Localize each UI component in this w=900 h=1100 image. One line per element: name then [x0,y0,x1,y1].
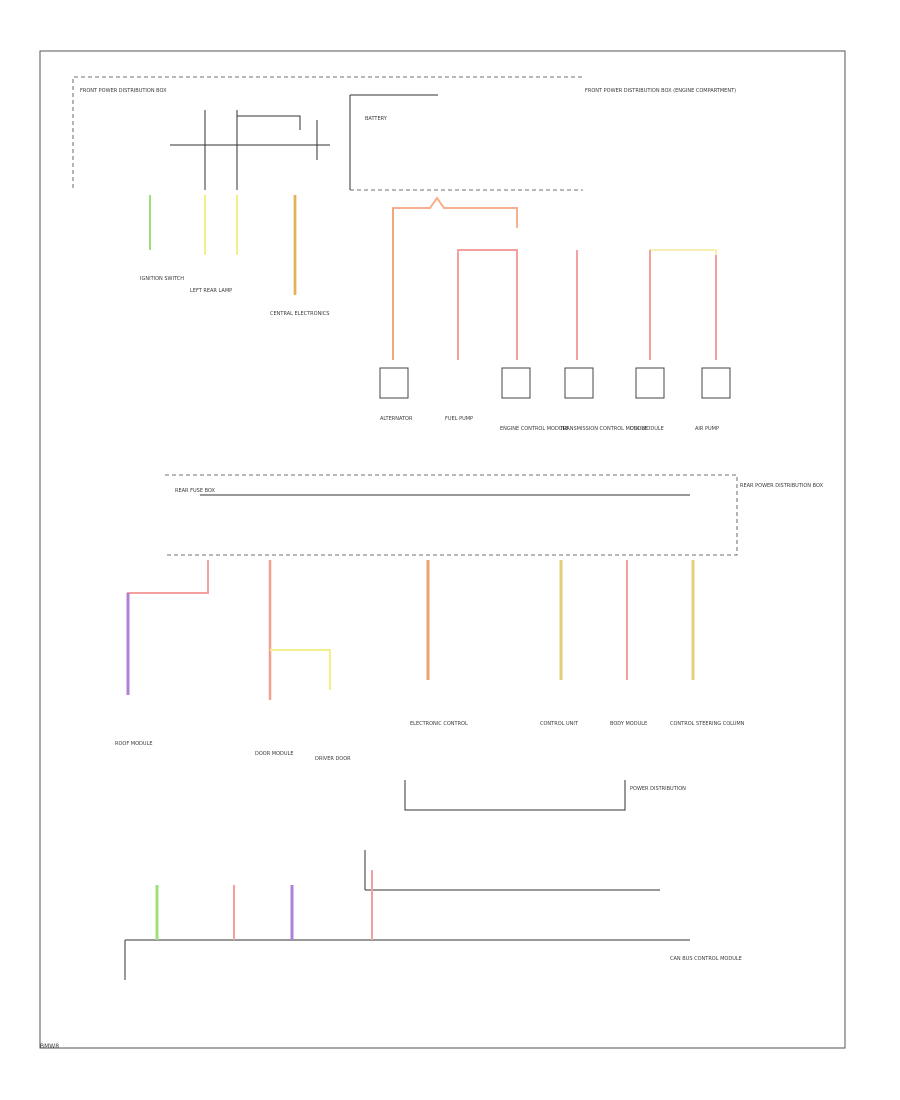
component-roof: ROOF MODULE [115,741,153,747]
component-air-pump: AIR PUMP [695,426,719,432]
component-body-module: BODY MODULE [610,721,647,727]
component-left-rear-lamp: LEFT REAR LAMP [190,288,232,294]
bottom-group-label: POWER DISTRIBUTION [630,786,686,792]
footer-code: BMW8 [40,1043,60,1050]
component-alternator: ALTERNATOR [380,416,413,422]
mid-modules: ROOF MODULE DOOR MODULE DRIVER DOOR ELEC… [115,721,745,762]
bottom-connectors: POWER DISTRIBUTION CAN BUS CONTROL MODUL… [124,780,742,980]
component-control-unit: CONTROL UNIT [540,721,579,727]
mid-fuse-box: REAR POWER DISTRIBUTION BOX REAR FUSE BO… [165,474,824,556]
component-steering-column: CONTROL STEERING COLUMN [670,721,745,727]
rear-fuse-label: REAR FUSE BOX [175,488,216,494]
component-door-module: DOOR MODULE [255,751,294,757]
top-fuse-box-label: FRONT POWER DISTRIBUTION BOX [80,88,167,94]
mid-right-box-label: REAR POWER DISTRIBUTION BOX [740,483,824,489]
component-transmission: TRANSMISSION CONTROL MODULE [559,426,647,432]
top-right-wires [392,196,717,360]
top-left-wires [149,195,297,295]
mid-wires [126,560,695,700]
component-electronic-control: ELECTRONIC CONTROL [410,721,468,727]
component-dsc: DSC MODULE [630,426,664,432]
component-fuel-pump: FUEL PUMP [445,416,473,422]
top-right-modules: ALTERNATOR FUEL PUMP ENGINE CONTROL MODU… [379,367,731,432]
battery-label: BATTERY [365,116,388,122]
diagram-border [39,50,846,1049]
component-driver-door: DRIVER DOOR [315,756,351,762]
top-fuse-box: FRONT POWER DISTRIBUTION BOX FRONT POWER… [72,76,736,191]
component-engine-control: ENGINE CONTROL MODULE [500,426,568,432]
component-central-electronics: CENTRAL ELECTRONICS [270,311,329,317]
component-ignition: IGNITION SWITCH [140,276,184,282]
bottom-right-label: CAN BUS CONTROL MODULE [670,956,742,962]
top-right-box-label: FRONT POWER DISTRIBUTION BOX (ENGINE COM… [585,88,736,94]
